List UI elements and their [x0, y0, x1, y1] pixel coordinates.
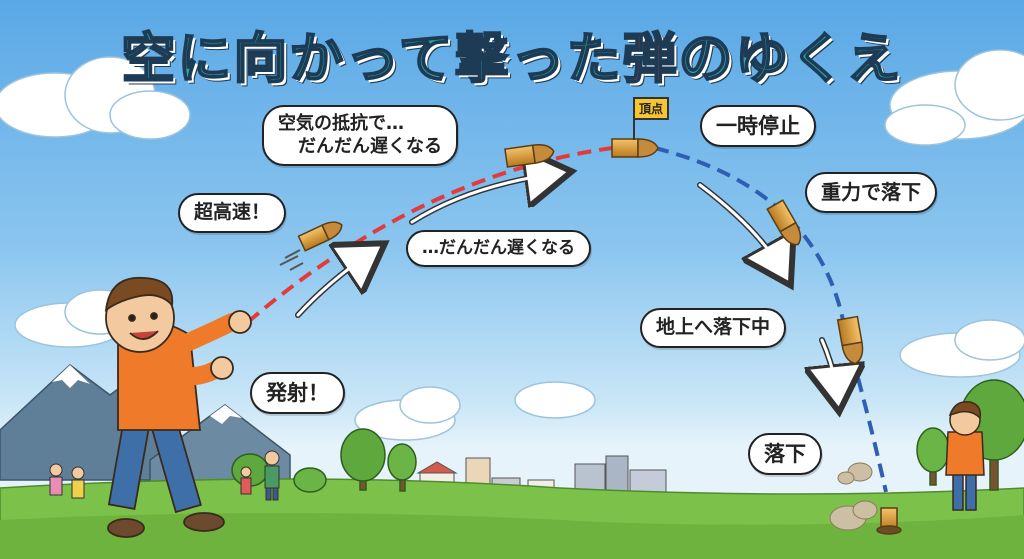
bubble-falling-to-ground: 地上へ落下中 — [640, 308, 787, 348]
page-title: 空に向かって撃った弾のゆくえ — [0, 14, 1024, 93]
bullet-slowing — [504, 144, 555, 168]
bullet-rising — [297, 221, 343, 252]
title-accent: 弾 — [622, 26, 679, 91]
label-gravity-fall: 重力で落下 — [821, 180, 921, 204]
label-slowing: …だんだん遅くなる — [422, 238, 575, 258]
speed-lines — [279, 249, 304, 271]
bubble-fire: 発射！ — [250, 372, 345, 415]
label-super-fast: 超高速！ — [194, 201, 271, 223]
label-fire: 発射！ — [266, 381, 329, 405]
bubble-air-resistance: 空気の抵抗で… だんだん遅くなる — [262, 105, 458, 166]
label-pause: 一時停止 — [716, 114, 800, 138]
cloud-low-mid — [354, 381, 596, 441]
cloud-right — [884, 49, 1024, 146]
bubble-super-fast: 超高速！ — [178, 193, 287, 233]
bystanders — [49, 450, 280, 501]
cloud-left — [0, 56, 191, 140]
observer-boy — [945, 401, 985, 511]
bubble-landed: 落下 — [748, 433, 822, 476]
label-apex: 頂点 — [639, 102, 664, 116]
bullet-landed — [876, 507, 902, 535]
label-air-resistance-line1: 空気の抵抗で… — [278, 113, 404, 134]
cloud-right-low — [899, 319, 1024, 378]
bullet-apex — [611, 138, 659, 158]
title-main: 空に向かって撃った — [120, 26, 623, 91]
bullet-descending — [836, 315, 864, 365]
dust-puffs — [829, 462, 878, 531]
bubble-gravity-fall: 重力で落下 — [805, 172, 937, 213]
apex-flag: 頂点 — [633, 97, 670, 120]
bubble-slowing: …だんだん遅くなる — [406, 230, 591, 268]
label-air-resistance-line2: だんだん遅くなる — [298, 135, 442, 157]
direction-arrows — [295, 173, 838, 400]
bubble-pause: 一時停止 — [700, 105, 816, 148]
shooter-boy — [104, 276, 252, 538]
label-falling-to-ground: 地上へ落下中 — [656, 316, 771, 338]
bullet-falling — [766, 199, 802, 246]
title-tail: のゆくえ — [678, 26, 903, 91]
label-landed: 落下 — [764, 442, 806, 466]
